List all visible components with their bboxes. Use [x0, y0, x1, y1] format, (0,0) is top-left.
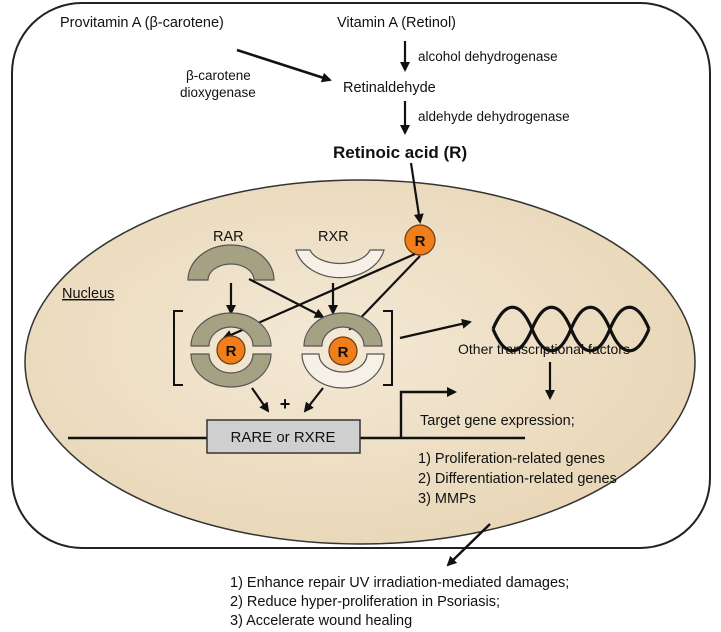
- outcome-1: 1) Enhance repair UV irradiation-mediate…: [230, 575, 569, 591]
- retinoic-acid-label: Retinoic acid (R): [333, 143, 467, 162]
- response-element-box: [206, 419, 361, 454]
- nucleus: [24, 179, 696, 545]
- rxr-receptor: [295, 249, 385, 279]
- rar-homodimer-complex: R: [190, 312, 272, 388]
- rxr-label: RXR: [318, 229, 349, 245]
- target-gene-item-1: 1) Proliferation-related genes: [418, 451, 605, 467]
- rar-receptor: [187, 244, 275, 281]
- arrow-rar-to-heterodimer: [248, 278, 325, 318]
- free-ligand-r-label: R: [415, 233, 426, 250]
- rar-rxr-heterodimer-complex: R: [301, 312, 385, 389]
- response-element-label: RARE or RXRE: [230, 429, 335, 446]
- retinaldehyde-label: Retinaldehyde: [343, 80, 436, 96]
- bound-ligand-r-1-label: R: [226, 343, 237, 360]
- arrow-to-outcomes: [446, 523, 491, 567]
- right-bracket: [383, 310, 393, 386]
- target-gene-title: Target gene expression;: [420, 413, 575, 429]
- plus-sign: +: [280, 394, 291, 414]
- provitamin-label: Provitamin A (β-carotene): [60, 15, 224, 31]
- rar-label: RAR: [213, 229, 244, 245]
- nucleus-label: Nucleus: [62, 286, 114, 302]
- bound-ligand-r-1: [216, 335, 246, 365]
- arrow-to-other-factors: [399, 318, 472, 340]
- arrow-complex1-to-rare: [251, 387, 270, 413]
- vitamin-a-label: Vitamin A (Retinol): [337, 15, 456, 31]
- bound-ligand-r-2: [328, 336, 358, 366]
- arrow-complex2-to-rare: [303, 387, 324, 413]
- beta-carotene-dioxygenase-line2: dioxygenase: [180, 85, 256, 100]
- arrow-retinoic-acid-to-nucleus: [409, 162, 424, 224]
- dna-helix-icon: [491, 305, 651, 353]
- target-gene-item-2: 2) Differentiation-related genes: [418, 471, 617, 487]
- arrow-provitamin-to-retinaldehyde: [236, 48, 332, 83]
- aldehyde-dehydrogenase-label: aldehyde dehydrogenase: [418, 109, 570, 124]
- left-bracket: [173, 310, 183, 386]
- outcome-2: 2) Reduce hyper-proliferation in Psorias…: [230, 594, 500, 610]
- free-ligand-r: [404, 224, 436, 256]
- other-factors-label: Other transcriptional factors: [458, 341, 630, 357]
- beta-carotene-dioxygenase-line1: β-carotene: [186, 68, 251, 83]
- alcohol-dehydrogenase-label: alcohol dehydrogenase: [418, 49, 558, 64]
- outcome-3: 3) Accelerate wound healing: [230, 613, 412, 629]
- transcription-start-arrow: [399, 387, 457, 438]
- bound-ligand-r-2-label: R: [338, 344, 349, 361]
- target-gene-item-3: 3) MMPs: [418, 491, 476, 507]
